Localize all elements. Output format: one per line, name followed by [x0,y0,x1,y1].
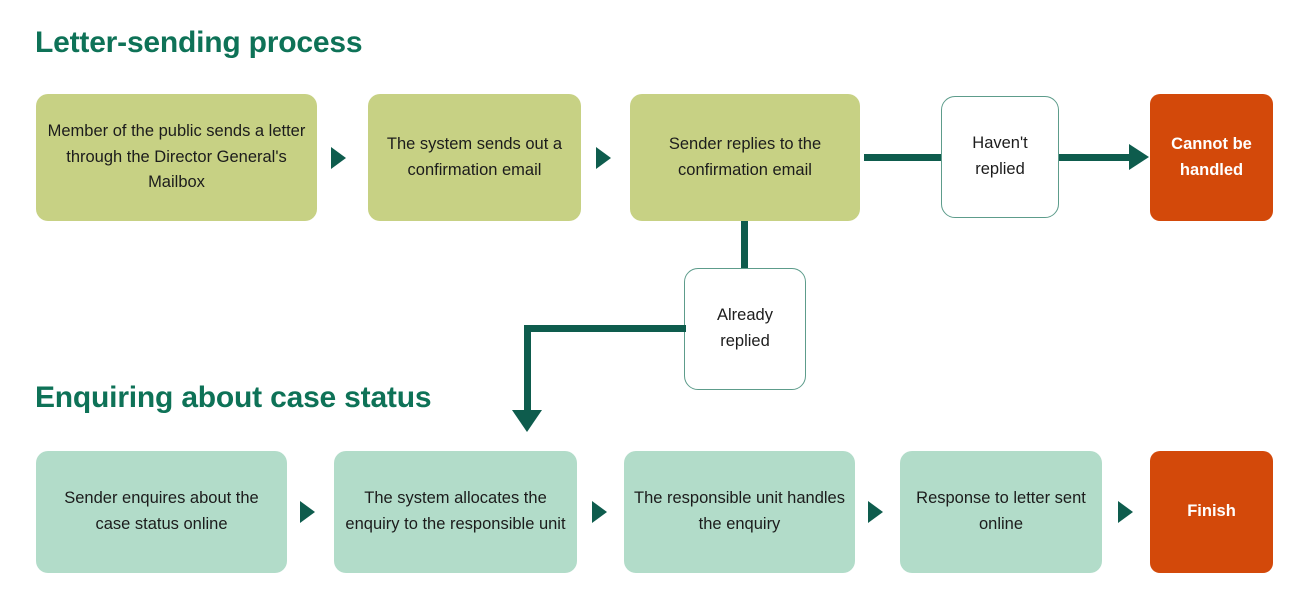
connector-triangle-row2-1 [300,501,315,523]
step-system-sends-confirmation-email[interactable]: The system sends out a confirmation emai… [368,94,581,221]
step-system-allocates-enquiry[interactable]: The system allocates the enquiry to the … [334,451,577,573]
terminal-finish[interactable]: Finish [1150,451,1273,573]
connector-line-replies-to-havent-replied [864,154,942,161]
connector-arrowhead-to-cannot-handled [1129,144,1149,170]
connector-triangle-row2-3 [868,501,883,523]
step-responsible-unit-handles-enquiry[interactable]: The responsible unit handles the enquiry [624,451,855,573]
section-title-enquiring-about-case-status: Enquiring about case status [35,381,432,414]
connector-line-replies-down-to-already-replied [741,221,748,270]
step-response-to-letter-sent-online[interactable]: Response to letter sent online [900,451,1102,573]
connector-line-already-replied-down-to-row2 [524,325,531,414]
connector-line-havent-replied-to-cannot-handled [1059,154,1134,161]
connector-triangle-row2-2 [592,501,607,523]
section-title-letter-sending: Letter-sending process [35,26,363,59]
step-sender-enquires-about-case-status[interactable]: Sender enquires about the case status on… [36,451,287,573]
terminal-cannot-be-handled[interactable]: Cannot be handled [1150,94,1273,221]
connector-arrowhead-down-to-row2 [512,410,542,432]
connector-triangle-row2-4 [1118,501,1133,523]
connector-triangle-row1-1 [331,147,346,169]
step-sender-replies-to-confirmation-email[interactable]: Sender replies to the confirmation email [630,94,860,221]
decision-already-replied[interactable]: Already replied [684,268,806,390]
connector-line-already-replied-leftward [524,325,686,332]
step-member-of-public-sends-letter[interactable]: Member of the public sends a letter thro… [36,94,317,221]
decision-havent-replied[interactable]: Haven't replied [941,96,1059,218]
connector-triangle-row1-2 [596,147,611,169]
